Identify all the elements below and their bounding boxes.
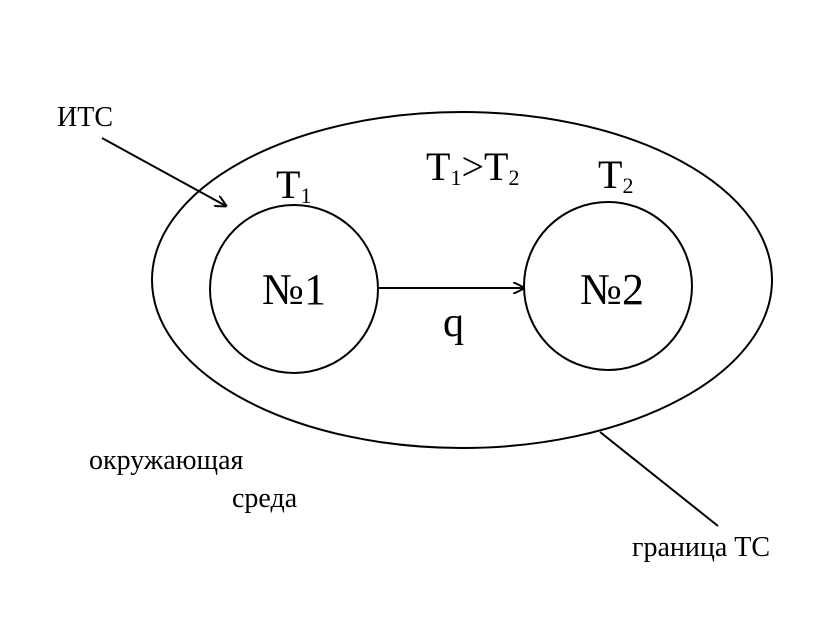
system-boundary-ellipse — [151, 111, 773, 449]
boundary-pointer-line — [599, 431, 719, 527]
body-2-label: №2 — [580, 265, 644, 314]
t1-label: T1 — [276, 162, 311, 208]
heat-flow-label: q — [443, 300, 464, 346]
environment-label-line-2: среда — [232, 483, 298, 514]
t2-main: T — [598, 152, 622, 197]
t1-subscript: 1 — [300, 183, 311, 208]
t2-label: T2 — [598, 152, 633, 198]
condition-greater-than: > — [461, 144, 484, 189]
system-boundary-label: граница ТС — [632, 532, 770, 563]
its-label: ИТС — [57, 102, 113, 133]
t2-subscript: 2 — [622, 173, 633, 198]
t1-main: T — [276, 162, 300, 207]
condition-t1-subscript: 1 — [450, 165, 461, 190]
temperature-condition-label: T1>T2 — [426, 144, 519, 190]
condition-t2-subscript: 2 — [508, 165, 519, 190]
body-1-label: №1 — [262, 265, 326, 314]
environment-label-line-1: окружающая — [89, 445, 244, 476]
its-pointer-arrow — [101, 137, 226, 206]
condition-t2-main: T — [484, 144, 508, 189]
condition-t1-main: T — [426, 144, 450, 189]
